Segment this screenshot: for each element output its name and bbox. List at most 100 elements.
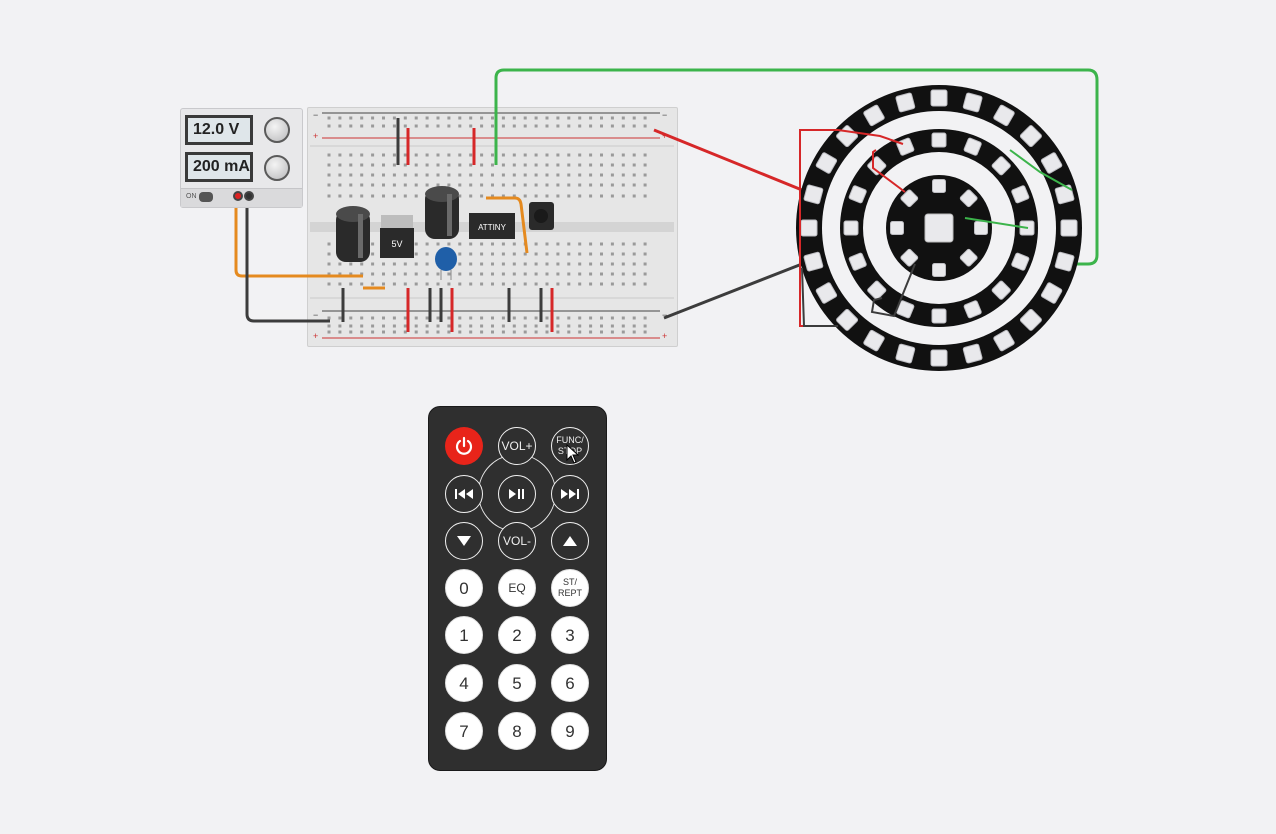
breadboard-hole	[512, 153, 516, 157]
breadboard-hole	[632, 153, 636, 157]
breadboard-hole	[414, 124, 418, 128]
voltage-knob[interactable]	[264, 117, 290, 143]
breadboard-hole	[501, 316, 505, 320]
breadboard-hole	[371, 153, 375, 157]
breadboard-hole	[501, 242, 505, 246]
six-button[interactable]: 6	[551, 664, 589, 702]
breadboard-hole	[469, 173, 473, 177]
one-button[interactable]: 1	[445, 616, 483, 654]
breadboard-hole	[403, 272, 407, 276]
breadboard-hole	[491, 262, 494, 266]
five-button[interactable]: 5	[498, 664, 536, 702]
led-pixel	[848, 252, 867, 271]
play-pause-button[interactable]	[498, 475, 536, 513]
black-psu-wire[interactable]	[245, 198, 330, 323]
breadboard-hole	[480, 272, 484, 276]
breadboard-hole	[501, 272, 505, 276]
nine-button[interactable]: 9	[551, 712, 589, 750]
breadboard-hole	[643, 163, 647, 167]
breadboard-hole	[491, 252, 494, 256]
breadboard-hole	[534, 153, 538, 157]
eq-button[interactable]: EQ	[498, 569, 536, 607]
breadboard-hole	[371, 183, 375, 187]
negative-jack[interactable]	[244, 191, 254, 201]
breadboard-hole	[403, 183, 407, 187]
breadboard-hole	[447, 183, 451, 187]
ceramic-capacitor[interactable]	[435, 247, 457, 280]
vol-up-button[interactable]: VOL+	[498, 427, 536, 465]
breadboard-hole	[491, 330, 494, 334]
psu-control-strip: ON	[181, 188, 302, 207]
voltage-regulator[interactable]: 5V	[380, 215, 414, 258]
power-button[interactable]	[445, 427, 483, 465]
breadboard-hole	[425, 324, 429, 328]
breadboard-hole	[632, 330, 636, 334]
breadboard-hole	[425, 153, 429, 157]
breadboard-hole	[643, 183, 647, 187]
led-pixel	[848, 185, 867, 204]
breadboard-hole	[567, 316, 571, 320]
breadboard-hole	[382, 194, 385, 198]
two-button[interactable]: 2	[498, 616, 536, 654]
led-pixel	[890, 221, 904, 235]
power-supply[interactable]: 12.0 V 200 mA ON	[180, 108, 303, 208]
black-ground-wire[interactable]	[663, 262, 803, 320]
led-pixel	[803, 184, 824, 205]
breadboard-hole	[512, 330, 516, 334]
green-signal-wire[interactable]	[494, 68, 1099, 266]
breadboard-hole	[545, 316, 549, 320]
breadboard-hole	[327, 153, 331, 157]
eight-button[interactable]: 8	[498, 712, 536, 750]
next-button[interactable]	[551, 475, 589, 513]
capacitor-right[interactable]	[425, 186, 459, 239]
breadboard-hole	[371, 282, 375, 286]
ir-receiver[interactable]	[529, 202, 554, 230]
capacitor-left[interactable]	[336, 206, 370, 262]
breadboard-hole	[480, 173, 484, 177]
breadboard-hole	[349, 324, 353, 328]
led-pixel	[895, 343, 916, 364]
breadboard-hole	[556, 324, 560, 328]
breadboard-hole	[556, 124, 560, 128]
breadboard-hole	[371, 242, 375, 246]
breadboard-hole	[425, 183, 429, 187]
vol-up-label: VOL+	[501, 438, 533, 453]
breadboard-hole	[458, 173, 462, 177]
breadboard-hole	[523, 262, 527, 266]
breadboard-hole	[501, 153, 505, 157]
breadboard-hole	[523, 282, 527, 286]
breadboard-hole	[480, 153, 484, 157]
breadboard-hole	[480, 116, 484, 120]
down-button[interactable]	[445, 522, 483, 560]
breadboard-hole	[371, 330, 375, 334]
breadboard-hole	[491, 324, 494, 328]
power-switch[interactable]	[199, 192, 213, 202]
breadboard-hole	[643, 262, 647, 266]
breadboard-hole	[371, 173, 375, 177]
attiny-chip[interactable]: ATTINY	[469, 213, 515, 239]
breadboard-hole	[578, 330, 582, 334]
breadboard-hole	[349, 124, 353, 128]
breadboard-hole	[512, 173, 516, 177]
prev-button[interactable]	[445, 475, 483, 513]
breadboard-hole	[338, 282, 342, 286]
breadboard-hole	[327, 183, 331, 187]
breadboard-hole	[621, 330, 625, 334]
three-button[interactable]: 3	[551, 616, 589, 654]
red-power-wire[interactable]	[653, 128, 803, 192]
zero-button[interactable]: 0	[445, 569, 483, 607]
breadboard-hole	[392, 324, 396, 328]
positive-jack[interactable]	[233, 191, 243, 201]
vol-down-button[interactable]: VOL-	[498, 522, 536, 560]
breadboard-hole	[610, 330, 614, 334]
st-rept-button[interactable]: ST/ REPT	[551, 569, 589, 607]
seven-button[interactable]: 7	[445, 712, 483, 750]
four-button[interactable]: 4	[445, 664, 483, 702]
led-pixel	[1054, 184, 1075, 205]
up-button[interactable]	[551, 522, 589, 560]
led-rings[interactable]	[796, 85, 1082, 371]
ir-remote[interactable]: VOL+ FUNC/ STOP VOL- 0 EQ ST/ REPT 1 2 3…	[428, 406, 607, 771]
current-knob[interactable]	[264, 155, 290, 181]
breadboard-hole	[643, 242, 647, 246]
orange-psu-wire[interactable]	[234, 198, 363, 278]
